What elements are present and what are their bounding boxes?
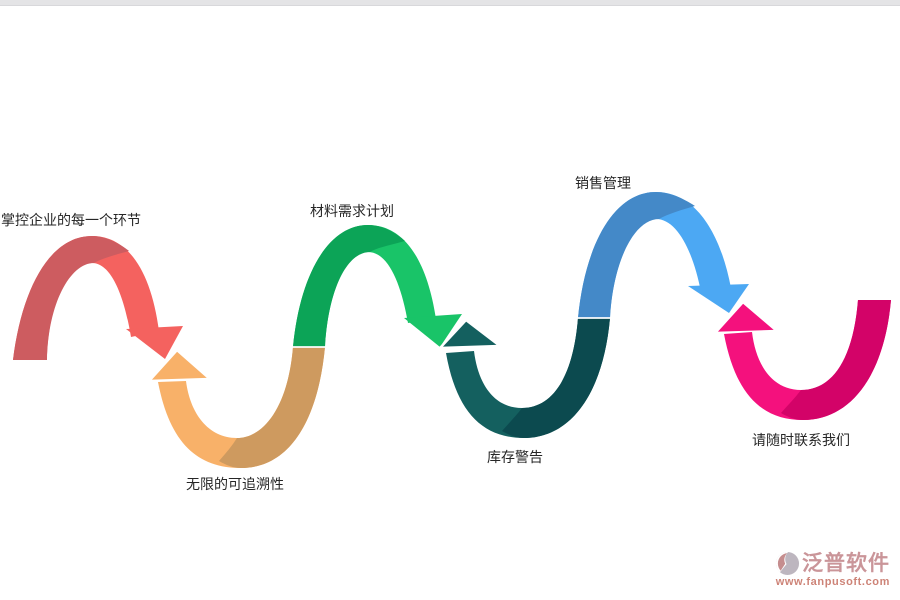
brand-url: www.fanpusoft.com (775, 576, 890, 588)
fanpu-logo-icon (775, 551, 800, 576)
arrow-down-icon (404, 314, 462, 347)
wave-contact-ribbon-shade (781, 300, 891, 420)
wave-label-inventory-alert: 库存警告 (487, 449, 543, 465)
page-top-bar (0, 0, 900, 6)
arrow-down-icon (126, 326, 183, 359)
wave-control (13, 236, 183, 360)
wave-traceability-ribbon-shade (219, 347, 325, 468)
wave-inventory-alert-ribbon-shade (502, 318, 610, 438)
wave-label-sales: 销售管理 (575, 175, 631, 191)
wave-sales-ribbon-shade (578, 192, 695, 318)
arrow-up-icon (712, 300, 781, 335)
logo-swirl (777, 553, 788, 571)
wave-contact (712, 300, 891, 420)
wave-sales (576, 192, 749, 319)
wave-traceability (146, 347, 325, 468)
brand-name: 泛普软件 (802, 551, 890, 575)
wave-mrp-ribbon-shade (293, 225, 405, 347)
arrow-up-icon (437, 318, 504, 350)
wave-inventory-alert (437, 318, 610, 438)
wave-mrp (291, 225, 462, 348)
wave-label-contact: 请随时联系我们 (752, 432, 850, 448)
wave-control-ribbon-shade (13, 236, 129, 360)
brand-watermark: 泛普软件 www.fanpusoft.com (764, 551, 890, 589)
wave-label-mrp: 材料需求计划 (310, 203, 394, 219)
wave-label-control: 掌控企业的每一个环节 (1, 212, 141, 228)
arrow-down-icon (688, 284, 749, 313)
wave-label-traceability: 无限的可追溯性 (186, 476, 284, 492)
arrow-up-icon (146, 348, 214, 383)
